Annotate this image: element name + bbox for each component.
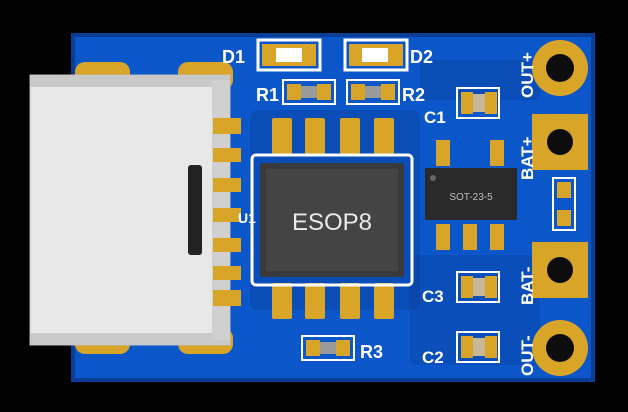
resistor-r3 [301,335,355,361]
label-c3: C3 [422,287,444,306]
label-r2: R2 [402,85,425,105]
small-component [552,177,576,231]
pad-out-minus [532,320,588,376]
usb-c-connector-icon [29,74,231,346]
label-out-plus: OUT+ [518,52,537,98]
label-r3: R3 [360,342,383,362]
resistor-r1 [282,79,336,105]
label-r1: R1 [256,85,279,105]
sot23-chip-icon [425,168,517,220]
label-c2: C2 [422,348,444,367]
resistor-r2 [346,79,400,105]
led-d1 [256,38,322,72]
label-out-minus: OUT- [518,335,537,376]
capacitor-c1 [456,87,500,119]
esop8-chip-icon [250,153,414,287]
capacitor-c2 [456,331,500,363]
label-sot: SOT-23-5 [449,192,493,203]
label-d1: D1 [222,47,245,67]
label-bat-plus: BAT+ [518,136,537,180]
label-c1: C1 [424,108,446,127]
pad-out-plus [532,40,588,96]
led-d2 [343,38,409,72]
label-u1: U1 [238,210,256,226]
capacitor-c3 [456,271,500,303]
pad-bat-minus [532,242,588,298]
label-d2: D2 [410,47,433,67]
pad-bat-plus [532,114,588,170]
label-esop8: ESOP8 [292,209,372,236]
label-bat-minus: BAT- [518,267,537,305]
